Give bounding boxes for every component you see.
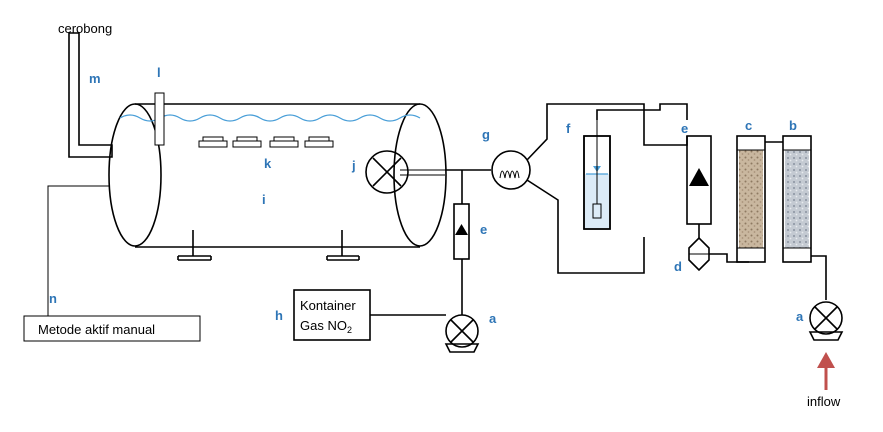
label-f: f: [566, 121, 571, 136]
flowmeter-right: [686, 135, 712, 238]
label-e-left: e: [480, 222, 487, 237]
container-label-line2: Gas NO: [300, 318, 347, 333]
chimney: [68, 32, 113, 158]
container-label-subscript: 2: [347, 325, 352, 335]
fan: [365, 150, 445, 194]
inflow-arrow-icon: [817, 352, 835, 390]
adsorbent-column-b: [782, 135, 827, 300]
water-surface: [119, 114, 421, 122]
adsorbent-column-c: [736, 135, 783, 263]
sensor-probe: [154, 92, 165, 146]
label-e-right: e: [681, 121, 688, 136]
sample-trays: [198, 136, 334, 148]
manual-method-box: Metode aktif manual: [23, 185, 201, 342]
impinger: [583, 103, 688, 230]
label-a-right: a: [796, 309, 804, 324]
label-l: l: [157, 65, 161, 80]
label-g: g: [482, 127, 490, 142]
pump-right: [808, 301, 844, 341]
label-c: c: [745, 118, 752, 133]
container-label-line1: Kontainer: [300, 298, 356, 313]
label-k: k: [264, 156, 272, 171]
label-a-left: a: [489, 311, 497, 326]
component-labels: m l k j i g f e e c b d a a h n: [49, 65, 804, 326]
manual-method-label: Metode aktif manual: [38, 322, 155, 337]
chamber-tank: [108, 103, 447, 261]
label-b: b: [789, 118, 797, 133]
label-n: n: [49, 291, 57, 306]
svg-text:Gas NO2: Gas NO2: [300, 318, 352, 335]
label-h: h: [275, 308, 283, 323]
label-i: i: [262, 192, 266, 207]
label-m: m: [89, 71, 101, 86]
pump-left: [444, 314, 480, 353]
label-d: d: [674, 259, 682, 274]
no2-gas-container: Kontainer Gas NO2: [293, 289, 446, 341]
flowmeter-left: [453, 203, 470, 315]
inflow-label: inflow: [807, 394, 841, 409]
chimney-label: cerobong: [58, 21, 112, 36]
label-j: j: [351, 158, 356, 173]
